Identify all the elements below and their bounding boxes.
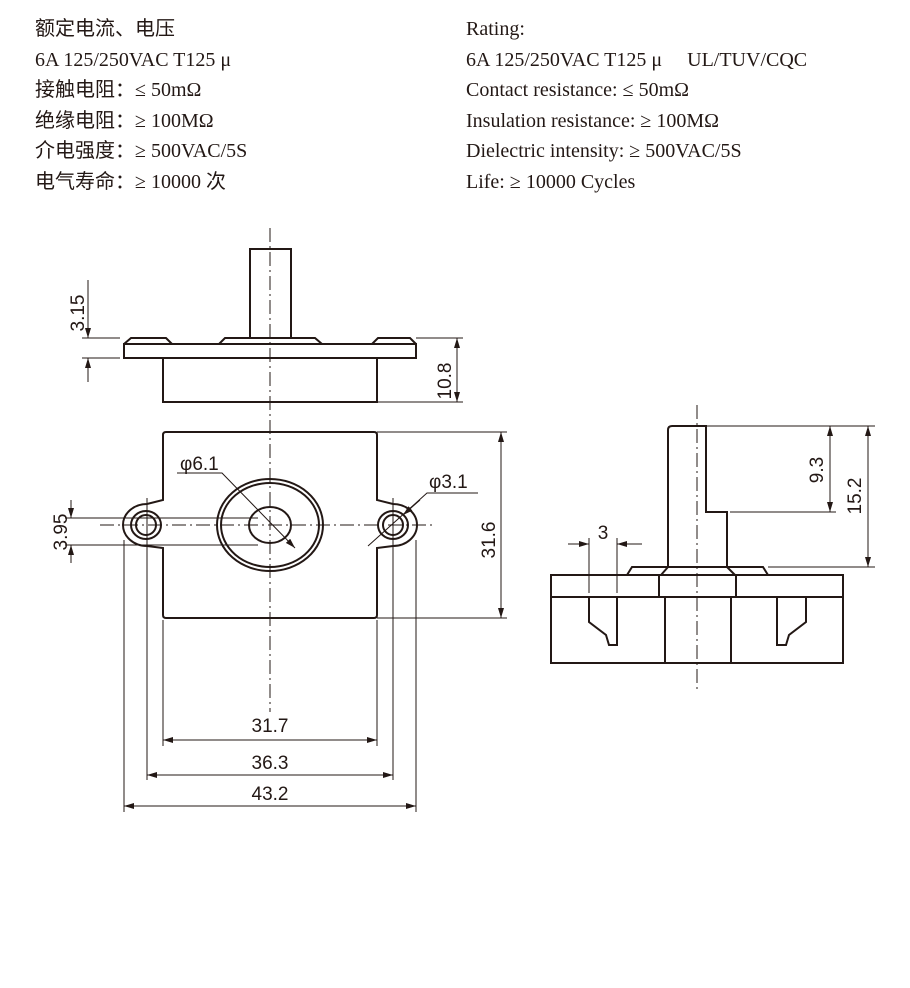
spec-contact-en: Contact resistance: ≤ 50mΩ — [466, 79, 690, 102]
dim-43-2: 43.2 — [252, 784, 289, 805]
dim-phi-6-1: φ6.1 — [180, 454, 219, 475]
top-view: 3.95 φ6.1 φ3.1 31.6 31.7 36.3 43.2 — [51, 431, 507, 812]
side-shaft — [667, 425, 728, 567]
shaft-hole — [248, 506, 292, 544]
spec-insulation-en: Insulation resistance: ≥ 100MΩ — [466, 109, 720, 132]
center-block — [658, 575, 737, 663]
center-boss-inner — [220, 482, 320, 568]
dim-9-3: 9.3 — [807, 457, 828, 483]
spec-title-en: Rating: — [466, 18, 525, 40]
spec-dielectric-en: Dielectric intensity: ≥ 500VAC/5S — [466, 140, 742, 163]
left-mounting-hole — [135, 514, 157, 536]
dim-15-2: 15.2 — [845, 478, 866, 515]
leader-line — [177, 472, 296, 549]
spec-title-cn: 额定电流、电压 — [35, 18, 175, 40]
dim-3-15: 3.15 — [68, 295, 89, 332]
spec-life-cn: 电气寿命：≥ 10000 次 — [35, 170, 226, 193]
spec-rating-en: 6A 125/250VAC T125 μ UL/TUV/CQC — [466, 48, 808, 71]
side-raised-base — [626, 566, 769, 576]
dim-phi-3-1: φ3.1 — [429, 472, 468, 493]
center-boss-outer — [216, 478, 324, 572]
dim-3-95: 3.95 — [51, 514, 72, 551]
spec-life-en: Life: ≥ 10000 Cycles — [466, 170, 636, 193]
left-hole-ring — [130, 510, 162, 540]
dim-36-3: 36.3 — [252, 753, 289, 774]
flange-bumps — [123, 337, 417, 345]
dimension-arrow — [402, 499, 421, 516]
left-terminal-slot — [588, 597, 618, 646]
spec-insulation-cn: 绝缘电阻：≥ 100MΩ — [35, 109, 214, 132]
side-body — [550, 574, 844, 664]
spec-contact-cn: 接触电阻：≤ 50mΩ — [35, 79, 202, 102]
specs-english: Rating: 6A 125/250VAC T125 μ UL/TUV/CQC … — [466, 14, 807, 198]
front-view: 3.15 10.8 — [68, 228, 463, 712]
dim-10-8: 10.8 — [435, 363, 456, 400]
dim-31-6: 31.6 — [479, 522, 500, 559]
mounting-plate — [122, 431, 418, 619]
side-view: 3 9.3 15.2 — [550, 405, 875, 693]
spec-dielectric-cn: 介电强度：≥ 500VAC/5S — [35, 140, 248, 163]
spec-rating-cn: 6A 125/250VAC T125 μ — [35, 48, 232, 71]
leader-line — [367, 492, 478, 547]
right-terminal-slot — [776, 597, 807, 646]
dim-3: 3 — [598, 523, 609, 544]
dim-31-7: 31.7 — [252, 716, 289, 737]
specs-chinese: 额定电流、电压 6A 125/250VAC T125 μ 接触电阻：≤ 50mΩ… — [35, 14, 247, 198]
body — [162, 357, 378, 403]
